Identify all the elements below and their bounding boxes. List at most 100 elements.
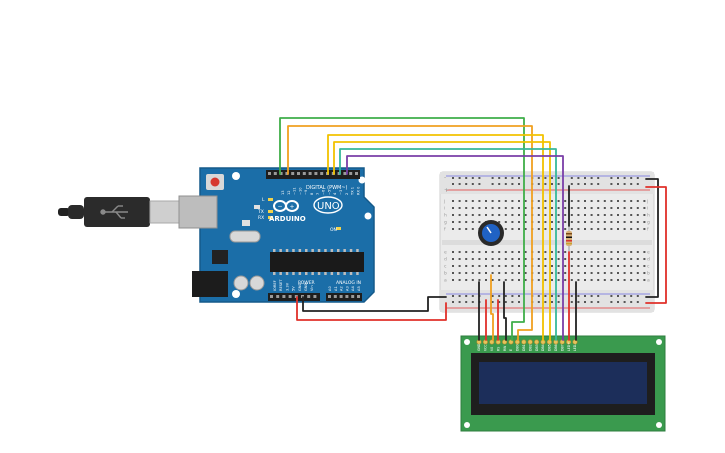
arduino-uno-board[interactable]: L TX RX ON − + ARDUINO UNO DIGITAL (PWM~…	[178, 167, 375, 303]
breadboard-hole[interactable]	[570, 251, 573, 253]
breadboard-hole[interactable]	[471, 258, 474, 260]
breadboard-hole[interactable]	[584, 279, 586, 281]
rail-hole[interactable]	[630, 177, 633, 179]
breadboard-hole[interactable]	[504, 214, 507, 216]
rail-hole[interactable]	[511, 301, 514, 303]
breadboard-hole[interactable]	[511, 258, 514, 260]
breadboard-hole[interactable]	[570, 258, 573, 260]
breadboard-hole[interactable]	[458, 258, 461, 260]
rail-hole[interactable]	[491, 301, 494, 303]
breadboard-hole[interactable]	[623, 258, 626, 260]
rail-hole[interactable]	[557, 295, 560, 297]
rail-hole[interactable]	[465, 301, 468, 303]
rail-hole[interactable]	[584, 183, 586, 185]
rail-hole[interactable]	[570, 295, 573, 297]
breadboard-hole[interactable]	[504, 279, 507, 281]
breadboard-hole[interactable]	[603, 200, 606, 202]
breadboard-hole[interactable]	[557, 214, 560, 216]
breadboard-hole[interactable]	[643, 272, 646, 274]
breadboard-hole[interactable]	[544, 200, 547, 202]
breadboard-hole[interactable]	[544, 221, 547, 223]
breadboard-hole[interactable]	[603, 207, 606, 209]
breadboard-hole[interactable]	[504, 265, 507, 267]
breadboard-hole[interactable]	[623, 207, 626, 209]
rail-hole[interactable]	[610, 183, 613, 185]
rail-hole[interactable]	[636, 177, 639, 179]
breadboard-hole[interactable]	[471, 207, 474, 209]
rail-hole[interactable]	[570, 183, 573, 185]
wire-lcd-e[interactable]	[511, 281, 525, 341]
rail-hole[interactable]	[610, 177, 613, 179]
potentiometer[interactable]	[478, 220, 504, 246]
breadboard-hole[interactable]	[623, 200, 626, 202]
breadboard-hole[interactable]	[511, 272, 514, 274]
breadboard-hole[interactable]	[452, 265, 454, 267]
breadboard-hole[interactable]	[452, 221, 454, 223]
breadboard-hole[interactable]	[630, 207, 633, 209]
rail-hole[interactable]	[577, 295, 580, 297]
breadboard-hole[interactable]	[518, 258, 520, 260]
breadboard-hole[interactable]	[452, 272, 454, 274]
breadboard-hole[interactable]	[511, 221, 514, 223]
breadboard-hole[interactable]	[471, 200, 474, 202]
breadboard-hole[interactable]	[491, 214, 494, 216]
breadboard-hole[interactable]	[557, 265, 560, 267]
breadboard-hole[interactable]	[643, 258, 646, 260]
wire-lcd-rs[interactable]	[517, 281, 533, 341]
rail-hole[interactable]	[478, 177, 481, 179]
breadboard-hole[interactable]	[544, 265, 547, 267]
rail-hole[interactable]	[590, 301, 593, 303]
breadboard-hole[interactable]	[504, 207, 507, 209]
rail-hole[interactable]	[465, 295, 468, 297]
breadboard-hole[interactable]	[610, 200, 613, 202]
breadboard-hole[interactable]	[617, 221, 619, 223]
breadboard-hole[interactable]	[577, 200, 580, 202]
breadboard-hole[interactable]	[590, 207, 593, 209]
breadboard-hole[interactable]	[610, 272, 613, 274]
header-pin[interactable]	[333, 295, 337, 298]
rail-hole[interactable]	[478, 183, 481, 185]
breadboard-hole[interactable]	[636, 200, 639, 202]
rail-hole[interactable]	[590, 177, 593, 179]
breadboard-hole[interactable]	[498, 258, 501, 260]
breadboard-hole[interactable]	[504, 272, 507, 274]
rail-hole[interactable]	[597, 301, 600, 303]
breadboard-hole[interactable]	[636, 251, 639, 253]
rail-hole[interactable]	[504, 183, 507, 185]
rail-hole[interactable]	[617, 295, 619, 297]
breadboard-hole[interactable]	[636, 258, 639, 260]
breadboard-hole[interactable]	[577, 279, 580, 281]
rail-hole[interactable]	[630, 301, 633, 303]
breadboard-hole[interactable]	[584, 265, 586, 267]
breadboard-hole[interactable]	[544, 251, 547, 253]
breadboard-hole[interactable]	[524, 214, 527, 216]
rail-hole[interactable]	[511, 177, 514, 179]
breadboard-hole[interactable]	[471, 214, 474, 216]
breadboard-hole[interactable]	[636, 279, 639, 281]
breadboard-hole[interactable]	[630, 251, 633, 253]
wire-black-gnd[interactable]	[302, 296, 447, 312]
breadboard-hole[interactable]	[504, 251, 507, 253]
rail-hole[interactable]	[584, 295, 586, 297]
breadboard-hole[interactable]	[452, 207, 454, 209]
rail-hole[interactable]	[577, 177, 580, 179]
breadboard-hole[interactable]	[471, 272, 474, 274]
rail-hole[interactable]	[610, 295, 613, 297]
breadboard-hole[interactable]	[630, 221, 633, 223]
breadboard-hole[interactable]	[557, 221, 560, 223]
breadboard-hole[interactable]	[544, 207, 547, 209]
lcd-pin[interactable]	[502, 339, 508, 345]
breadboard-hole[interactable]	[630, 279, 633, 281]
breadboard-hole[interactable]	[504, 258, 507, 260]
breadboard-hole[interactable]	[465, 265, 468, 267]
usb-cable[interactable]	[58, 197, 183, 227]
rail-hole[interactable]	[623, 183, 626, 185]
rail-hole[interactable]	[551, 295, 553, 297]
breadboard-hole[interactable]	[452, 279, 454, 281]
breadboard-hole[interactable]	[603, 258, 606, 260]
rail-hole[interactable]	[577, 301, 580, 303]
breadboard-hole[interactable]	[636, 272, 639, 274]
rail-hole[interactable]	[504, 295, 507, 297]
rail-hole[interactable]	[458, 177, 461, 179]
lcd-pin[interactable]	[534, 339, 540, 345]
